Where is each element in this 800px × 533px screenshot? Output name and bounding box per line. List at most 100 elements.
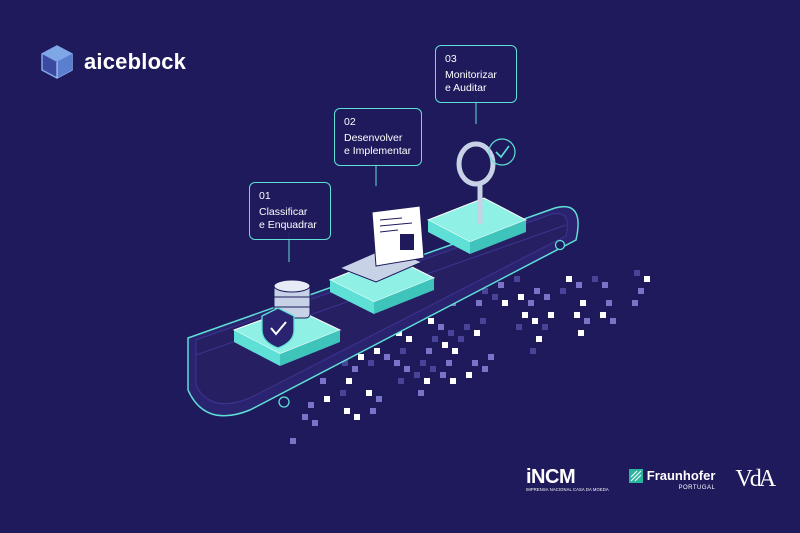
- laptop-icon: [338, 205, 425, 283]
- pixel-particle: [606, 300, 612, 306]
- pixel-particle: [632, 300, 638, 306]
- pixel-particle: [366, 390, 372, 396]
- pixel-particle: [574, 312, 580, 318]
- pixel-particle: [530, 348, 536, 354]
- pixel-particle: [398, 378, 404, 384]
- fraunhofer-subtitle: PORTUGAL: [678, 485, 716, 491]
- brand-name: aiceblock: [84, 49, 187, 74]
- pixel-particle: [578, 330, 584, 336]
- pixel-particle: [448, 330, 454, 336]
- fraunhofer-logo: Fraunhofer PORTUGAL: [628, 468, 716, 491]
- pixel-particle: [580, 300, 586, 306]
- pixel-particle: [418, 390, 424, 396]
- pixel-particle: [502, 300, 508, 306]
- pixel-particle: [384, 354, 390, 360]
- step-title-line2: e Enquadrar: [259, 219, 317, 231]
- pixel-particle: [488, 354, 494, 360]
- pixel-particle: [634, 270, 640, 276]
- pixel-particle: [406, 336, 412, 342]
- step-title-line1: Classificar: [259, 206, 308, 218]
- pixel-particle: [428, 318, 434, 324]
- pixel-particle: [308, 402, 314, 408]
- pixel-particle: [376, 396, 382, 402]
- step-callout-2: 02 Desenvolver e Implementar: [334, 108, 422, 166]
- pixel-particle: [344, 408, 350, 414]
- pixel-particle: [446, 360, 452, 366]
- pixel-particle: [420, 360, 426, 366]
- step-number: 02: [344, 116, 356, 128]
- step-number: 01: [259, 190, 271, 202]
- pixel-particle: [370, 408, 376, 414]
- pixel-particle: [290, 438, 296, 444]
- pixel-particle: [602, 282, 608, 288]
- pixel-particle: [466, 372, 472, 378]
- step-callout-1: 01 Classificar e Enquadrar: [249, 182, 331, 240]
- fraunhofer-name: Fraunhofer: [646, 468, 716, 483]
- pixel-particle: [576, 282, 582, 288]
- pixel-particle: [536, 336, 542, 342]
- pixel-particle: [584, 318, 590, 324]
- step-title-line1: Desenvolver: [344, 132, 403, 144]
- pixel-particle: [400, 348, 406, 354]
- step-title-line1: Monitorizar: [445, 69, 497, 81]
- pixel-particle: [482, 366, 488, 372]
- pixel-particle: [544, 294, 550, 300]
- pixel-particle: [592, 276, 598, 282]
- pixel-particle: [522, 312, 528, 318]
- step-number: 03: [445, 53, 457, 65]
- step-title-line2: e Implementar: [344, 145, 412, 157]
- pixel-particle: [324, 396, 330, 402]
- pixel-particle: [312, 420, 318, 426]
- platform-monitor: [426, 197, 528, 254]
- incm-name: iNCM: [526, 465, 576, 488]
- pixel-particle: [492, 294, 498, 300]
- pixel-particle: [438, 324, 444, 330]
- pixel-particle: [352, 366, 358, 372]
- pixel-particle: [302, 414, 308, 420]
- pixel-particle: [498, 282, 504, 288]
- pixel-particle: [638, 288, 644, 294]
- incm-subtitle: IMPRENSA NACIONAL CASA DA MOEDA: [526, 486, 609, 492]
- pixel-particle: [346, 378, 352, 384]
- pixel-particle: [320, 378, 326, 384]
- pixel-particle: [472, 360, 478, 366]
- pixel-particle: [394, 360, 400, 366]
- pixel-particle: [464, 324, 470, 330]
- magnifier-check-icon: [456, 138, 516, 224]
- vda-logo: VdA: [735, 466, 776, 492]
- pixel-particle: [426, 348, 432, 354]
- fraunhofer-mark-icon: [628, 468, 643, 483]
- pixel-particle: [340, 390, 346, 396]
- hexagon-cube-icon: [41, 45, 73, 79]
- pixel-particle: [458, 336, 464, 342]
- pixel-particle: [532, 318, 538, 324]
- pixel-particle: [534, 288, 540, 294]
- pixel-particle: [482, 288, 488, 294]
- pixel-particle: [476, 300, 482, 306]
- pixel-particle: [610, 318, 616, 324]
- pixel-particle: [368, 360, 374, 366]
- pixel-particle: [414, 372, 420, 378]
- pixel-particle: [518, 294, 524, 300]
- pixel-particle: [474, 330, 480, 336]
- pixel-particle: [560, 288, 566, 294]
- partner-logos: iNCM IMPRENSA NACIONAL CASA DA MOEDA Fra…: [526, 465, 776, 493]
- pixel-particle: [358, 354, 364, 360]
- pixel-particle: [354, 414, 360, 420]
- pixel-particle: [452, 348, 458, 354]
- pixel-particle: [430, 366, 436, 372]
- pixel-particle: [542, 324, 548, 330]
- incm-logo: iNCM IMPRENSA NACIONAL CASA DA MOEDA: [526, 465, 609, 492]
- pixel-particle: [342, 360, 348, 366]
- pixel-particle: [516, 324, 522, 330]
- pixel-particle: [432, 336, 438, 342]
- pixel-particle: [528, 300, 534, 306]
- pixel-particle: [566, 276, 572, 282]
- pixel-particle: [514, 276, 520, 282]
- pixel-particle: [404, 366, 410, 372]
- brand-logo: aiceblock: [40, 44, 186, 80]
- pixel-particle: [442, 342, 448, 348]
- shield-database-icon: [261, 279, 311, 349]
